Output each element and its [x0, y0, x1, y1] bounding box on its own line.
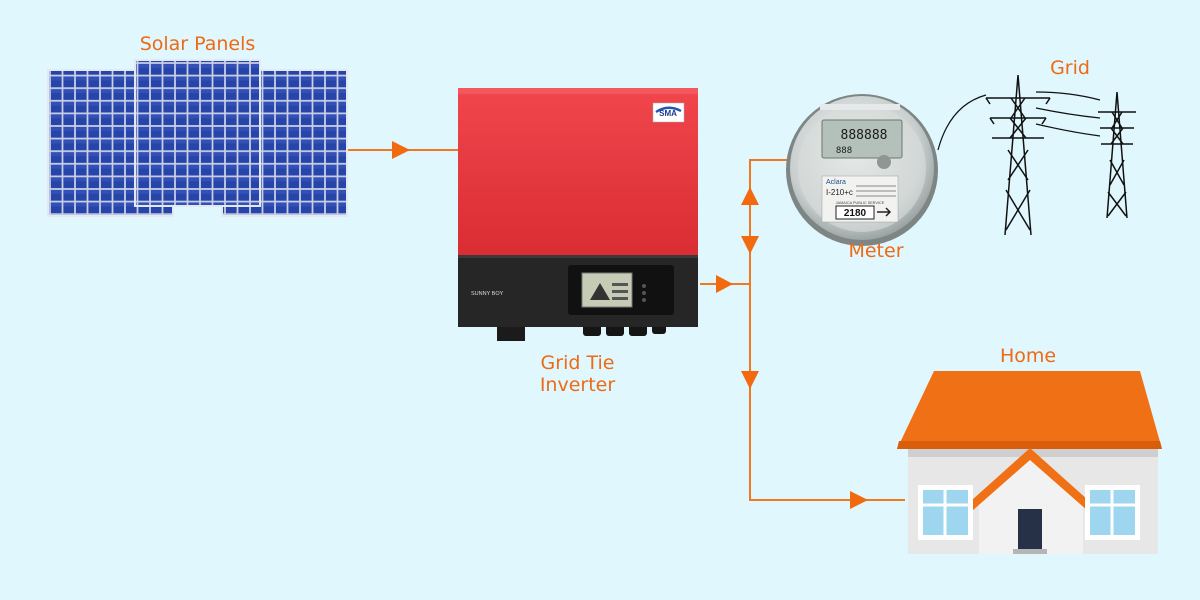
solar-panels-label: Solar Panels [139, 33, 256, 55]
grid-label: Grid [1050, 57, 1090, 79]
meter-number: 2180 [844, 208, 867, 219]
meter-label: Meter [848, 240, 904, 262]
inverter-label: Grid Tie Inverter [505, 352, 650, 396]
meter-utility: JAMAICA PUBLIC SERVICE [836, 201, 885, 205]
electric-meter [786, 94, 938, 246]
meter-display [821, 119, 903, 159]
tower-right [1098, 91, 1136, 219]
solar-panel-center [134, 59, 261, 207]
house-gable-roof [972, 448, 1088, 511]
grid-tie-inverter [458, 88, 698, 341]
arrow-down-icon [741, 371, 759, 389]
flow-arrows [392, 141, 868, 509]
meter-display-sub: 888 [836, 146, 852, 156]
arrow-up-icon [741, 187, 759, 205]
junction-to-meter-line [749, 159, 790, 284]
meter-brand: Aclara [826, 179, 846, 186]
home-house [897, 371, 1162, 554]
arrow-right-icon [392, 141, 410, 159]
arrow-right-icon [850, 491, 868, 509]
solar-panels [47, 59, 348, 217]
arrow-right-icon [716, 275, 733, 293]
inverter-brand: SMA [659, 109, 677, 118]
inverter-model: SUNNY BOY [471, 291, 504, 297]
arrow-down-icon [741, 236, 759, 254]
inverter-label-line1: Grid Tie [540, 352, 615, 374]
house-door [1018, 509, 1042, 553]
house-roof [897, 371, 1162, 449]
power-grid-towers [937, 74, 1136, 236]
meter-model: I-210+c [826, 188, 853, 197]
meter-display-main: 888888 [841, 128, 888, 143]
tower-left [985, 74, 1051, 236]
home-label: Home [999, 345, 1057, 367]
inverter-label-line2: Inverter [539, 374, 616, 396]
junction-to-home-line [749, 284, 905, 501]
